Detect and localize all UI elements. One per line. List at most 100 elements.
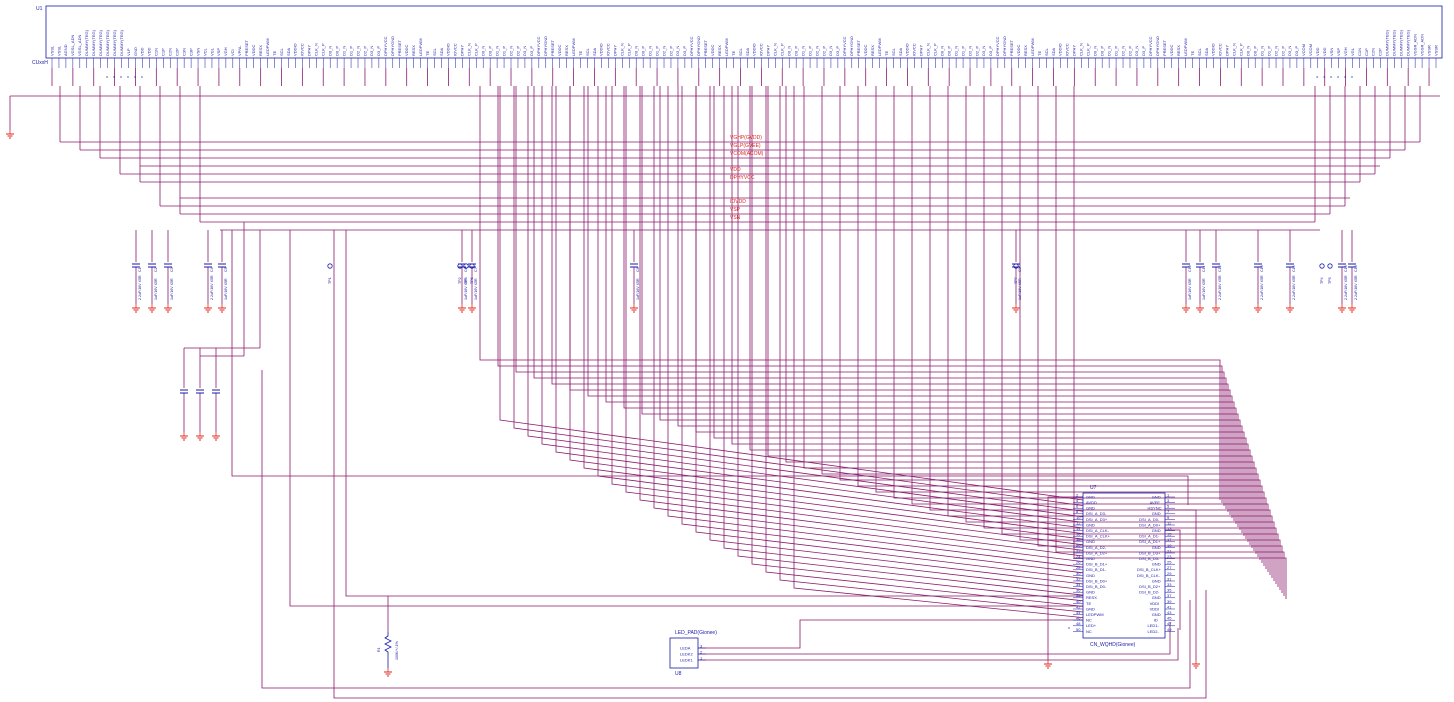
test-point-label: TP5 [1328,277,1332,284]
u1-pin-label: VGH [1343,47,1348,56]
u1-pin-label: D1_P [501,46,506,56]
u1-pin-label: DPHYGND [696,36,701,56]
u1-pin-label: D3_N [522,46,527,56]
u7-pin-number: 25 [1167,560,1172,565]
u1-pin-label: VGSL_ADN [77,35,82,56]
u1-pin-label: TE [1037,51,1042,56]
u1-pin-label: DUMMY(TEG) [98,29,103,56]
u1-pin-label: C3P [188,48,193,56]
signal-wire-left [723,86,1084,590]
u7-pin-number: 38 [1076,593,1081,598]
u1-pin-label: VDDIO [752,43,757,56]
no-connect-marker: x [1330,74,1332,79]
u1-pin-label: DUMMY(TEG) [119,29,124,56]
net-label-2: VCOM(ACOM) [730,151,764,157]
u1-pin-label: RESX [870,45,875,56]
u1-pin-label: VGL [209,47,214,56]
no-connect-marker: x [106,74,108,79]
u7-pin-name: DSI_B_D1- [1086,567,1107,572]
u1-pin-label: D3_P [529,46,534,56]
u1-pin-label: VCL [202,47,207,56]
u1-pin-label: D3_N [828,46,833,56]
u1-pin-label: D0_N [1246,46,1251,56]
u1-pin-label: PRESET [703,39,708,56]
no-connect-marker: x [134,74,136,79]
u7-pin-number: 4 [1076,498,1079,503]
u1-pin-label: RESX [1176,45,1181,56]
cap-value: 1uF/16V X5R [1202,278,1206,300]
u7-pin-number: 42 [1076,604,1081,609]
u7-pin-name: DSI_A_CLK+ [1086,534,1111,539]
u1-pin-label: VCOM [1301,44,1306,56]
u1-pin-label: D0_N [327,46,332,56]
u1-pin-label: D3_N [369,46,374,56]
signal-wire [1037,86,1283,593]
cap-value: 2.2uF/16V X5R [1292,275,1296,300]
u7-pin-name: GND [1086,606,1095,611]
u1-pin-label: D2_P [362,46,367,56]
wire-resx [289,230,1083,607]
test-point-label: TP4 [1320,277,1324,284]
u1-pin-label: D2_N [814,46,819,56]
test-point-label: TP2 [458,277,462,284]
u7-pin-name: DSI_A_D1- [1139,534,1160,539]
u1-pin-label: DPHYGND [390,36,395,56]
u7-pin-name: DSI_A_D1+ [1139,539,1161,544]
r1-resistor-symbol [384,632,392,668]
u1-pin-label: VSSR [1433,45,1438,56]
signal-wire-left [681,86,1084,574]
u1-pin-label: D2_N [967,46,972,56]
u1-pin-label: CLK_N [620,43,625,56]
u7-pin-name: RESX [1086,595,1097,600]
u1-pin-label: SDA [1204,47,1209,56]
u1-pin-label: DPHYVCC [842,36,847,56]
cap-refdes: C10 [1188,265,1192,272]
signal-wire-left [513,86,1084,506]
u1-pin-label: DUMMY(TEG) [84,29,89,56]
u7-name: CN_WQHD(Gionee) [1090,642,1136,648]
cap-refdes: C6 [464,267,468,272]
u7-pin-name: DSI_B_D1+ [1086,562,1108,567]
cap-value: 2.2uF/16V X5R [1260,275,1264,300]
u1-pin-label: D1_P [1113,46,1118,56]
cap-value: 2.2uF/16V X5R [210,275,214,300]
u1-pin-label: DPHY [307,45,312,56]
u7-pin-name: DSI_A_D0+ [1139,522,1161,527]
u1-pin-label: C3N [181,48,186,56]
u7-pin-number: 5 [1167,504,1170,509]
u1-pin-label: CLK_P [627,43,632,56]
u7-pin-name: GND [1152,494,1161,499]
u1-pin-label: D3_P [1141,46,1146,56]
u7-pin-name: HSYNC [1148,506,1162,511]
u1-pin-label: DPHYGND [849,36,854,56]
u7-pin-name: DSI_B_D2+ [1139,584,1161,589]
u1-pin-label: DPHY [460,45,465,56]
u1-pin-label: DPHYGND [1155,36,1160,56]
u1-pin-label: VDD [140,47,145,56]
u7-pin-number: 40 [1076,599,1081,604]
signal-wire [713,86,1247,539]
u1-connector-label: CUxxH [32,60,48,66]
wire-u7-gnd-right [1165,509,1197,660]
u1-pin-label: DUMMY(TEG) [112,29,117,56]
u1-pin-label: VDDC [863,45,868,56]
u7-pin-name: LED+ [1086,623,1097,628]
u1-pin-label: CLK_N [926,43,931,56]
u1-pin-label: DPHYVCC [1148,36,1153,56]
u1-pin-label: DUMMY(TEG) [1385,29,1390,56]
u1-pin-label: D2_N [661,46,666,56]
signal-wire-left [667,86,1084,568]
test-point-circle [1319,263,1325,269]
u1-pin-label: SCL [738,47,743,56]
signal-wire-left [541,86,1084,518]
u8-body [669,637,699,669]
u1-pin-label: D1_P [348,46,353,56]
signal-wire-left [639,86,1084,557]
cap-refdes: C14 [1292,265,1296,272]
cap-refdes: C9 [1018,267,1022,272]
u1-pin-label: D0_P [1099,46,1104,56]
cap-refdes: C5 [224,267,228,272]
signal-wire [821,86,1259,557]
